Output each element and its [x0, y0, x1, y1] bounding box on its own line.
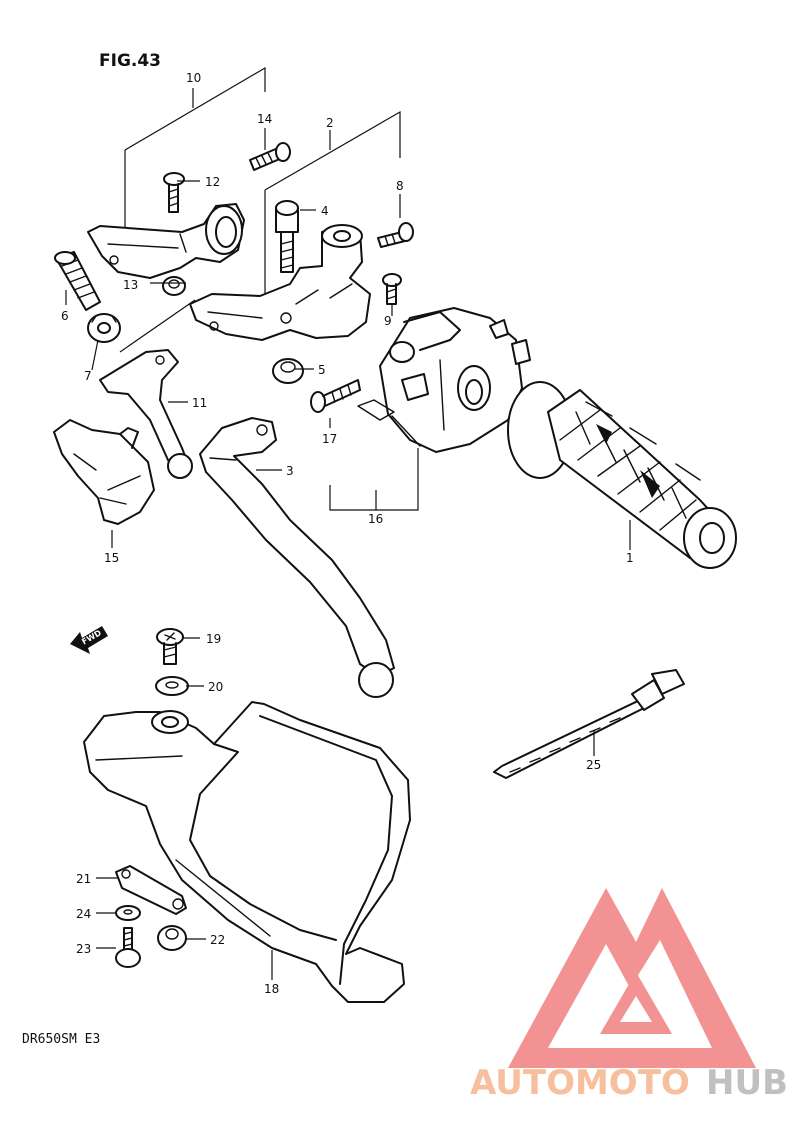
screw-19 — [156, 628, 184, 665]
hand-guard-18 — [83, 701, 411, 1003]
washer-24 — [115, 905, 141, 921]
callout-17: 17 — [322, 432, 337, 446]
callout-19: 19 — [206, 632, 221, 646]
locknut-7 — [87, 313, 121, 343]
fwd-arrow-icon: FWD — [70, 626, 108, 654]
washer-20 — [155, 676, 189, 696]
callout-11: 11 — [192, 396, 207, 410]
callout-numbers: 1 2 3 4 5 6 7 8 9 10 11 12 13 14 15 16 1… — [61, 71, 634, 996]
callout-25: 25 — [586, 758, 601, 772]
screw-9 — [382, 273, 402, 305]
callout-6: 6 — [61, 309, 69, 323]
callout-14: 14 — [257, 112, 272, 126]
callout-8: 8 — [396, 179, 404, 193]
nut-22 — [157, 925, 187, 951]
callout-5: 5 — [318, 363, 326, 377]
callout-13: 13 — [123, 278, 138, 292]
cable-tie-25 — [493, 669, 685, 779]
model-code: DR650SM E3 — [22, 1032, 100, 1047]
callout-10: 10 — [186, 71, 201, 85]
leader-lines — [65, 128, 631, 980]
callout-21: 21 — [76, 872, 91, 886]
watermark-text-a: AUTOMOTO — [470, 1063, 690, 1103]
callout-23: 23 — [76, 942, 91, 956]
watermark-logo: AUTOMOTO HUB — [470, 888, 788, 1103]
assembly-line-a — [119, 299, 196, 353]
callout-24: 24 — [76, 907, 91, 921]
group-bracket-16 — [329, 448, 419, 511]
bolt-23 — [115, 927, 141, 968]
callout-20: 20 — [208, 680, 223, 694]
group-bracket-10 — [124, 66, 266, 232]
group-bracket-2 — [264, 110, 401, 300]
callout-2: 2 — [326, 116, 334, 130]
nut-5 — [272, 358, 304, 384]
switch-assembly-16 — [357, 307, 531, 453]
callout-4: 4 — [321, 204, 329, 218]
callout-1: 1 — [626, 551, 634, 565]
callout-18: 18 — [264, 982, 279, 996]
screw-8 — [377, 222, 414, 248]
screw-12 — [163, 172, 185, 213]
master-cylinder-2 — [189, 224, 371, 341]
screw-4 — [275, 200, 299, 273]
throttle-grip-1 — [507, 381, 737, 569]
dust-cover-15 — [53, 419, 155, 525]
clutch-lever-11 — [99, 349, 193, 479]
watermark-text-b: HUB — [706, 1063, 788, 1103]
callout-7: 7 — [84, 369, 92, 383]
nut-13 — [162, 276, 186, 296]
callout-12: 12 — [205, 175, 220, 189]
brake-lever-3 — [199, 417, 395, 698]
figure-title: FIG.43 — [99, 51, 161, 71]
callout-16: 16 — [368, 512, 383, 526]
callout-9: 9 — [384, 314, 392, 328]
callout-3: 3 — [286, 464, 294, 478]
adjuster-6 — [54, 251, 101, 311]
lever-holder-10 — [87, 203, 245, 279]
callout-15: 15 — [104, 551, 119, 565]
screw-17 — [310, 379, 361, 413]
screw-14 — [249, 142, 291, 171]
callout-22: 22 — [210, 933, 225, 947]
plate-21 — [115, 865, 187, 915]
